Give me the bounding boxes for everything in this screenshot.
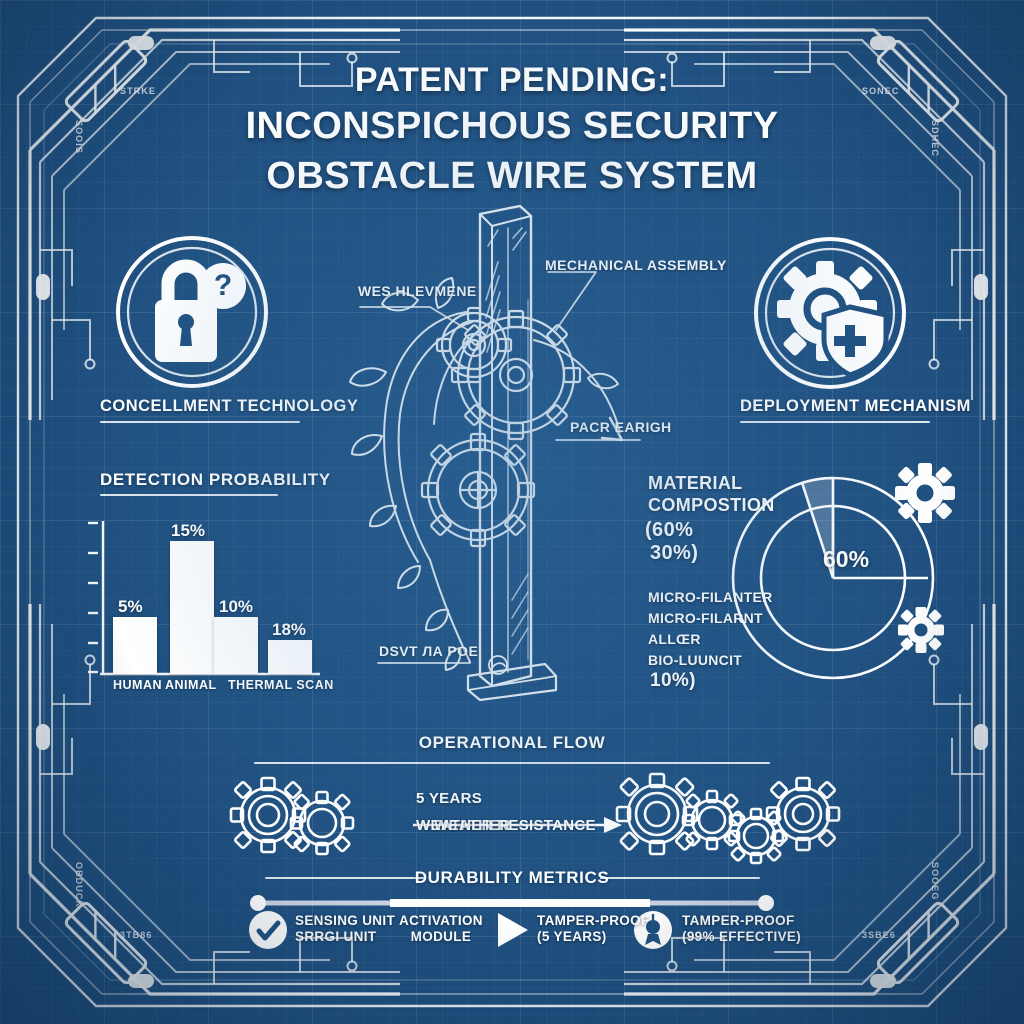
left-feature-caption: CONCELLMENT TECHNOLOGY xyxy=(100,397,359,415)
material-legend-line-5: 10%) xyxy=(650,670,696,691)
metric-3-line-2: (5 YEARS) xyxy=(537,928,607,944)
corner-mark-bl-h: 3TB86 xyxy=(120,930,153,940)
material-legend-line-2: MICRO-FILARNT xyxy=(648,610,763,626)
durability-heading: DURABILITY METRICS xyxy=(414,868,610,887)
metric-3-text: TAMPER-PROOF (5 YEARS) xyxy=(537,913,650,945)
bar-value-human: 5% xyxy=(118,597,143,616)
metric-3-line-1: TAMPER-PROOF xyxy=(537,913,650,928)
title-line-3: OBSTACLE WIRE SYSTEM xyxy=(266,154,758,197)
detection-chart-rule xyxy=(100,494,278,496)
callout-left-lower: DSVT ЛА POЕ xyxy=(379,643,479,659)
operational-flow-heading: OPERATIONAL FLOW xyxy=(418,733,606,752)
metric-1-line-1: SENSING UNIT xyxy=(295,913,396,928)
detection-chart-title: DETECTION PROBABILITY xyxy=(100,470,331,489)
metric-2-line-1: ACTIVATION xyxy=(399,913,483,928)
callout-left-upper: WES HLEVMENE xyxy=(358,283,477,299)
bar-value-animal: 15% xyxy=(171,521,206,540)
material-heading-line-3: (60% xyxy=(645,519,694,541)
metric-1-text: SENSING UNIT SRRGI UNIT xyxy=(295,913,395,945)
material-legend-line-4: BIO-LUUNCIT xyxy=(648,652,743,668)
flow-label-years: 5 YEARS xyxy=(416,790,483,807)
bar-fourth xyxy=(268,640,312,674)
bar-category-animal: ANIMAL xyxy=(165,678,217,692)
flow-label-weather-overlap: WEATHER xyxy=(434,817,511,834)
page-title: PATENT PENDING: INCONSPICHOUS SECURITY O… xyxy=(0,58,1024,201)
metric-2-text: ACTIVATION MODULE xyxy=(399,913,483,945)
bar-human xyxy=(113,617,157,674)
left-feature-rule xyxy=(100,421,300,423)
material-heading-line-1: MATERIAL xyxy=(648,473,743,493)
callout-right-mid: PACR EARIGH xyxy=(570,419,672,435)
bar-category-thermal: THERMAL SCAN xyxy=(228,678,334,692)
bar-animal xyxy=(170,541,214,674)
donut-center-label: 60% xyxy=(823,546,870,572)
metric-2-line-2: MODULE xyxy=(410,928,472,944)
right-feature-caption: DEPLOYMENT MECHANISM xyxy=(740,397,971,415)
corner-mark-br-h: 3SBE6 xyxy=(862,930,896,940)
operational-flow-rule xyxy=(254,762,770,764)
metric-4-line-1: TAMPER-PROOF xyxy=(682,913,795,928)
durability-rule-right xyxy=(600,877,760,879)
metric-4-line-2: (99% EFFECTIVE) xyxy=(682,928,802,944)
metric-4-text: TAMPER-PROOF (99% EFFECTIVE) xyxy=(682,913,801,945)
title-line-2: INCONSPICHOUS SECURITY xyxy=(245,105,779,148)
material-legend-line-1: MICRO-FILANTER xyxy=(648,589,773,605)
title-line-1: PATENT PENDING: xyxy=(354,61,670,99)
material-heading-line-2: COMPOSTION xyxy=(648,495,775,515)
callout-right-upper: MECHANICAL ASSEMBLY xyxy=(545,257,727,273)
metric-1-line-2: SRRGI UNIT xyxy=(295,928,377,944)
bar-value-fourth: 18% xyxy=(272,620,307,639)
material-legend-line-3: ALLŒR xyxy=(648,631,701,647)
bar-value-thermal: 10% xyxy=(219,597,254,616)
bar-category-human: HUMAN xyxy=(113,678,163,692)
material-heading-line-4: 30%) xyxy=(650,542,699,564)
right-feature-rule xyxy=(740,421,930,423)
bar-thermal xyxy=(214,617,258,674)
